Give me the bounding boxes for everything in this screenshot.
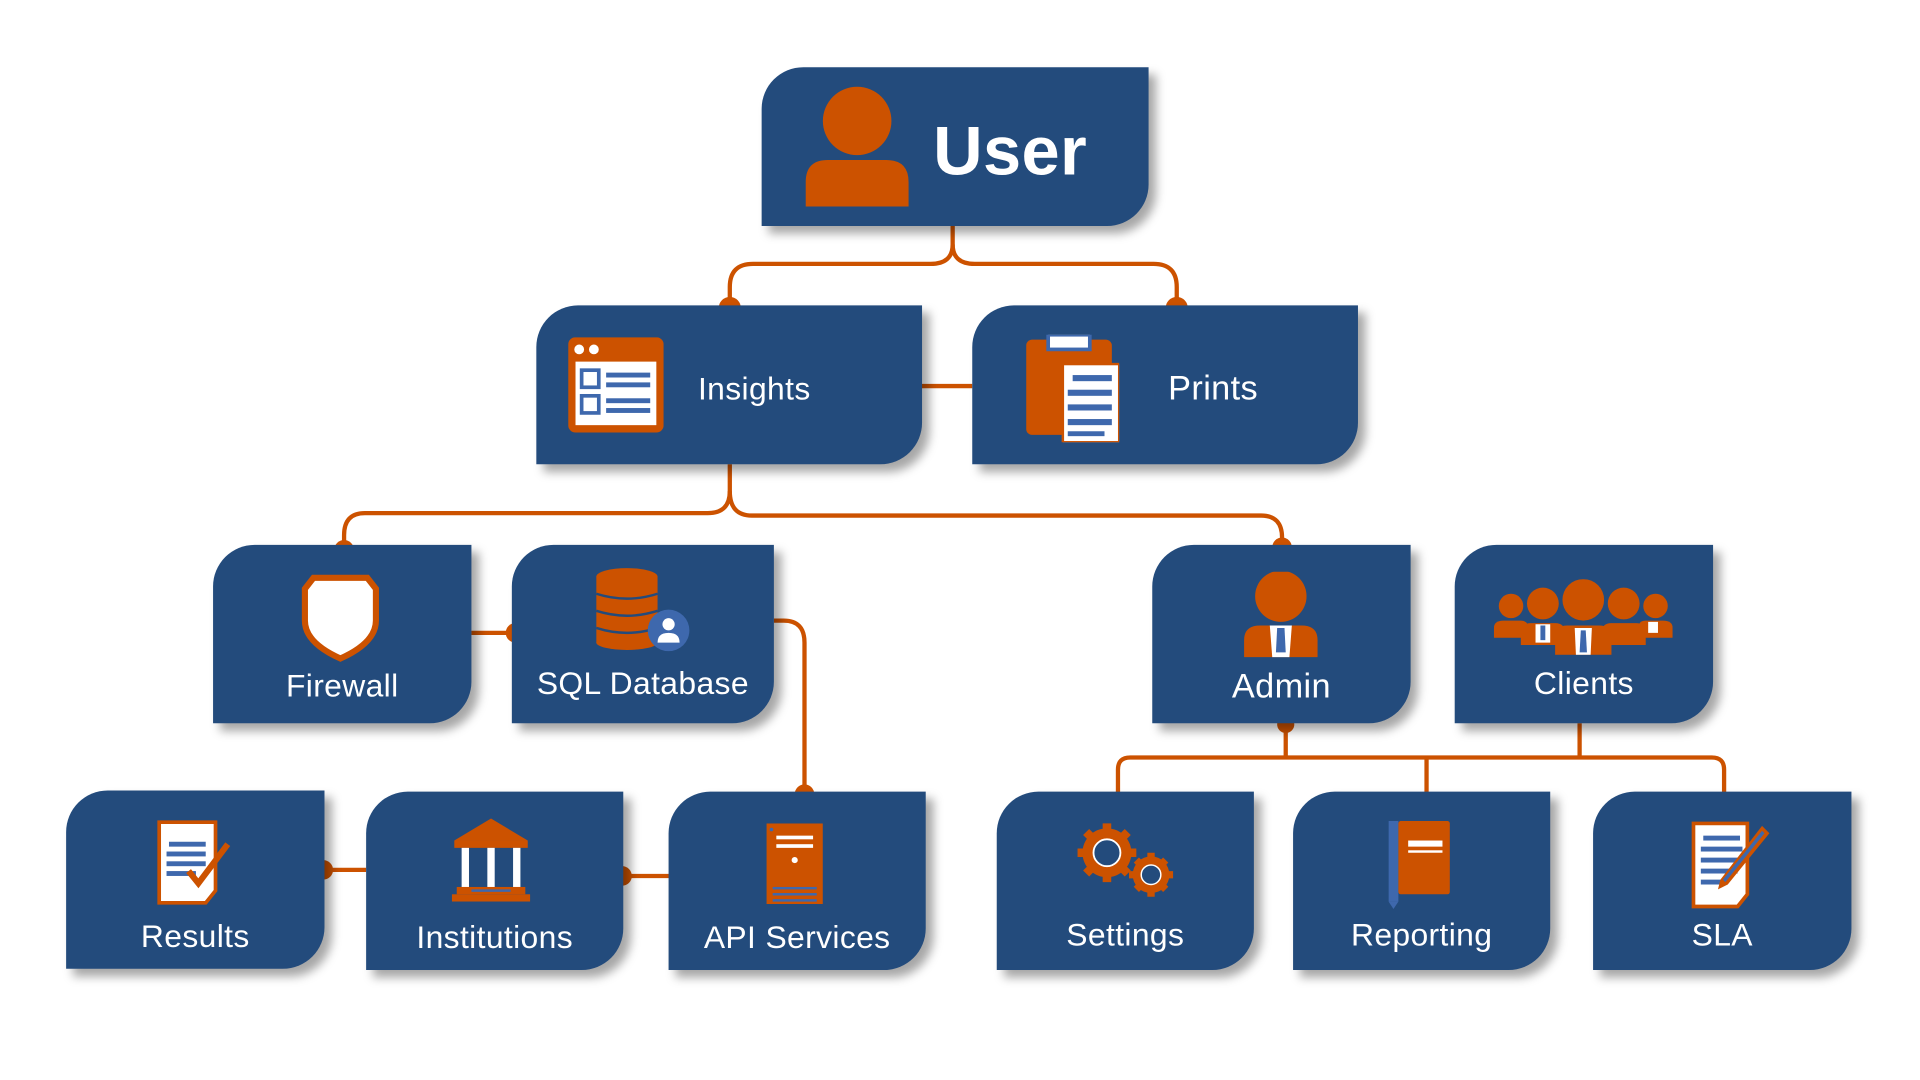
admin-person-icon [1244, 571, 1318, 658]
node-reporting[interactable]: Reporting [1293, 791, 1551, 971]
node-label: Institutions [416, 918, 573, 956]
node-user[interactable]: User [761, 67, 1149, 227]
node-api-services[interactable]: API Services [668, 791, 926, 971]
node-settings[interactable]: Settings [996, 791, 1254, 971]
checked-document-icon [157, 820, 231, 905]
node-label: Insights [697, 370, 811, 407]
clipboard-document-icon [1026, 334, 1120, 443]
node-sla[interactable]: SLA [1593, 791, 1852, 971]
node-label: Clients [1533, 664, 1634, 702]
node-sql-database[interactable]: SQL Database [511, 544, 774, 724]
node-admin[interactable]: Admin [1152, 544, 1411, 724]
node-institutions[interactable]: Institutions [366, 791, 624, 971]
connector-insights-admin [727, 491, 1285, 545]
document-pencil-icon [1691, 821, 1770, 909]
node-label: Results [140, 917, 250, 955]
connector-user-insights [727, 224, 955, 306]
node-label: Firewall [285, 667, 399, 704]
node-results[interactable]: Results [66, 790, 325, 969]
shield-icon [301, 574, 379, 662]
node-prints[interactable]: Prints [972, 305, 1358, 465]
node-label: Prints [1168, 368, 1259, 407]
gears-icon [1077, 823, 1174, 897]
book-icon [1388, 820, 1450, 909]
server-icon [766, 823, 823, 905]
group-people-icon [1493, 579, 1673, 655]
node-label: User [933, 112, 1088, 190]
connector-user-prints [950, 244, 1179, 306]
database-user-icon [595, 568, 690, 652]
institution-building-icon [451, 818, 531, 902]
connector-sql-api [773, 618, 807, 795]
connector-insights-firewall [341, 464, 732, 550]
node-clients[interactable]: Clients [1454, 544, 1714, 724]
node-label: API Services [703, 918, 891, 956]
dashboard-window-icon [568, 337, 664, 433]
node-firewall[interactable]: Firewall [213, 544, 472, 724]
node-label: Settings [1066, 916, 1185, 953]
user-icon [805, 86, 909, 207]
connector-bus [1115, 755, 1727, 793]
node-label: SLA [1691, 916, 1753, 953]
node-label: SQL Database [536, 664, 749, 702]
node-label: Admin [1231, 667, 1331, 705]
node-insights[interactable]: Insights [536, 305, 923, 465]
node-label: Reporting [1350, 916, 1493, 953]
